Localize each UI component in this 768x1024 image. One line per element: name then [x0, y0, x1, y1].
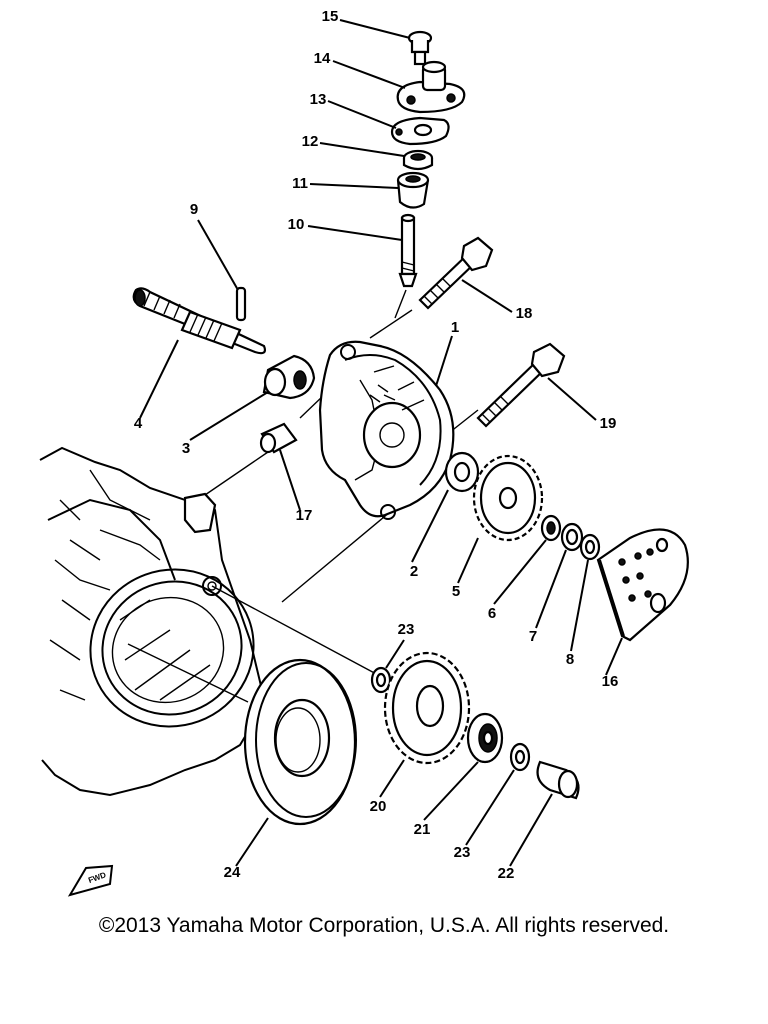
callout-9: 9 [190, 201, 198, 218]
part-8-washer [579, 533, 601, 561]
callout-2: 2 [410, 563, 418, 580]
fwd-mark-label: FWD [87, 870, 107, 885]
callout-24: 24 [224, 864, 241, 881]
part-22-collar [536, 760, 580, 800]
part-14-fitting [396, 60, 466, 114]
fwd-direction-mark: FWD [67, 864, 114, 897]
part-3-bushing [262, 354, 316, 400]
part-23-washer-lower [509, 742, 531, 772]
part-7-washer [560, 522, 584, 552]
part-5-sprocket [472, 454, 544, 542]
callout-20: 20 [370, 798, 387, 815]
part-16-cover-plate [596, 528, 689, 642]
callout-7: 7 [529, 628, 537, 645]
part-9-pin [235, 286, 247, 322]
part-19-bolt [476, 342, 566, 428]
callout-16: 16 [602, 673, 619, 690]
callout-12: 12 [302, 133, 319, 150]
part-4-worm-shaft [132, 287, 267, 355]
callout-labels: 15 14 13 12 11 10 9 18 1 19 4 3 17 2 5 6… [134, 8, 619, 882]
part-1-housing [318, 340, 455, 520]
callout-21: 21 [414, 821, 431, 838]
part-10-driven-shaft [398, 213, 418, 288]
part-2-washer [444, 451, 480, 493]
callout-4: 4 [134, 415, 143, 432]
part-11-bushing [396, 171, 430, 209]
callout-11: 11 [292, 175, 308, 192]
callout-18: 18 [516, 305, 533, 322]
callout-14: 14 [314, 50, 331, 67]
part-23-washer-upper [370, 666, 392, 694]
callout-3: 3 [182, 440, 190, 457]
part-13-gasket [390, 116, 450, 146]
callout-23-lower: 23 [454, 844, 471, 861]
part-17-dowel [259, 422, 298, 454]
callout-22: 22 [498, 865, 515, 882]
part-15-screw [407, 30, 433, 66]
crankcase [39, 446, 264, 797]
copyright-notice: ©2013 Yamaha Motor Corporation, U.S.A. A… [98, 914, 670, 937]
part-18-bolt [418, 236, 494, 310]
callout-15: 15 [322, 8, 339, 25]
callout-8: 8 [566, 651, 574, 668]
part-6-washer [540, 514, 562, 542]
callout-17: 17 [296, 507, 313, 524]
callout-19: 19 [600, 415, 617, 432]
callout-10: 10 [288, 216, 305, 233]
part-24-seal-disc [243, 658, 357, 826]
callout-13: 13 [310, 91, 327, 108]
part-12-seal [402, 149, 434, 171]
part-20-sprocket [383, 651, 471, 765]
callout-leaders [139, 19, 623, 867]
callout-6: 6 [488, 605, 496, 622]
callout-23-upper: 23 [398, 621, 415, 638]
callout-1: 1 [451, 319, 459, 336]
part-21-bearing [466, 712, 504, 764]
callout-5: 5 [452, 583, 460, 600]
